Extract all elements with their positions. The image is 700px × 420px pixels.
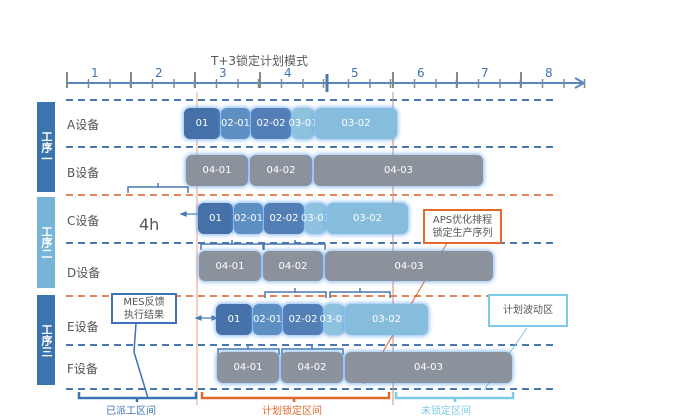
timeline-tick-label: 5 (351, 66, 359, 80)
task-a-01[interactable]: 01 (184, 108, 220, 139)
aps-callout-line2: 锁定生产序列 (432, 227, 493, 239)
task-c-01[interactable]: 01 (198, 203, 233, 234)
aps-callout: APS优化排程 锁定生产序列 (423, 209, 502, 244)
task-d-04-01[interactable]: 04-01 (199, 251, 261, 281)
task-a-03-02[interactable]: 03-02 (315, 108, 397, 139)
device-label-d: D设备 (67, 266, 101, 280)
task-e-03-02[interactable]: 03-02 (345, 304, 428, 335)
locked-zone-label: 计划锁定区间 (262, 406, 322, 417)
fluctuation-callout-text: 计划波动区 (503, 305, 553, 316)
fluctuation-callout: 计划波动区 (488, 294, 568, 327)
offset-arrows (179, 211, 219, 321)
mes-callout-line1: MES反馈 (123, 296, 165, 308)
mes-leader-line (133, 322, 149, 399)
task-a-03-01[interactable]: 03-01 (288, 108, 318, 139)
task-e-02-02[interactable]: 02-02 (283, 304, 323, 335)
task-a-02-01[interactable]: 02-01 (221, 108, 250, 139)
dispatched-zone-bracket (77, 392, 198, 400)
mes-callout: MES反馈 执行结果 (111, 293, 177, 324)
unlocked-zone-label: 未锁定区间 (421, 406, 471, 417)
task-d-04-02[interactable]: 04-02 (263, 251, 323, 281)
timeline-tick-label: 8 (545, 66, 553, 80)
task-e-01[interactable]: 01 (216, 304, 252, 335)
timeline-tick-label: 1 (91, 66, 99, 80)
timeline-ticks (66, 72, 586, 92)
device-label-b: B设备 (67, 166, 100, 180)
transfer-brackets (127, 183, 391, 355)
unlocked-zone-bracket (394, 392, 515, 400)
task-e-03-01[interactable]: 03-01 (319, 304, 349, 335)
timeline-tick-label: 2 (155, 66, 163, 80)
locked-zone-bracket (200, 392, 391, 400)
mes-callout-line2: 执行结果 (123, 309, 164, 321)
task-f-04-03[interactable]: 04-03 (345, 352, 512, 383)
timeline-axis (66, 77, 587, 89)
diagram-title: T+3锁定计划模式 (211, 54, 309, 68)
device-label-f: F设备 (67, 362, 98, 376)
timeline-tick-label: 6 (417, 66, 425, 80)
task-b-04-01[interactable]: 04-01 (186, 155, 248, 186)
device-label-c: C设备 (67, 214, 100, 228)
device-label-e: E设备 (67, 320, 99, 334)
aps-callout-line1: APS优化排程 (432, 214, 493, 226)
timeline-tick-label: 7 (481, 66, 489, 80)
task-c-02-02[interactable]: 02-02 (264, 203, 304, 234)
task-c-02-01[interactable]: 02-01 (234, 203, 263, 234)
device-label-a: A设备 (67, 118, 100, 132)
timeline-tick-label: 4 (284, 66, 292, 80)
duration-label: 4h (139, 215, 160, 234)
task-b-04-02[interactable]: 04-02 (250, 155, 312, 186)
process-label-1: 工序一 (37, 102, 55, 192)
task-a-02-02[interactable]: 02-02 (251, 108, 291, 139)
task-c-03-01[interactable]: 03-01 (301, 203, 330, 234)
dispatched-zone-label: 已派工区间 (106, 406, 156, 417)
timeline-tick-label: 3 (219, 66, 227, 80)
task-e-02-01[interactable]: 02-01 (253, 304, 282, 335)
task-f-04-02[interactable]: 04-02 (281, 352, 343, 383)
process-label-2: 工序二 (37, 197, 55, 288)
row-dividers (66, 99, 556, 390)
task-d-04-03[interactable]: 04-03 (325, 251, 493, 281)
task-c-03-02[interactable]: 03-02 (327, 203, 408, 234)
process-label-3: 工序三 (37, 295, 55, 385)
task-f-04-01[interactable]: 04-01 (217, 352, 279, 383)
task-b-04-03[interactable]: 04-03 (314, 155, 483, 186)
